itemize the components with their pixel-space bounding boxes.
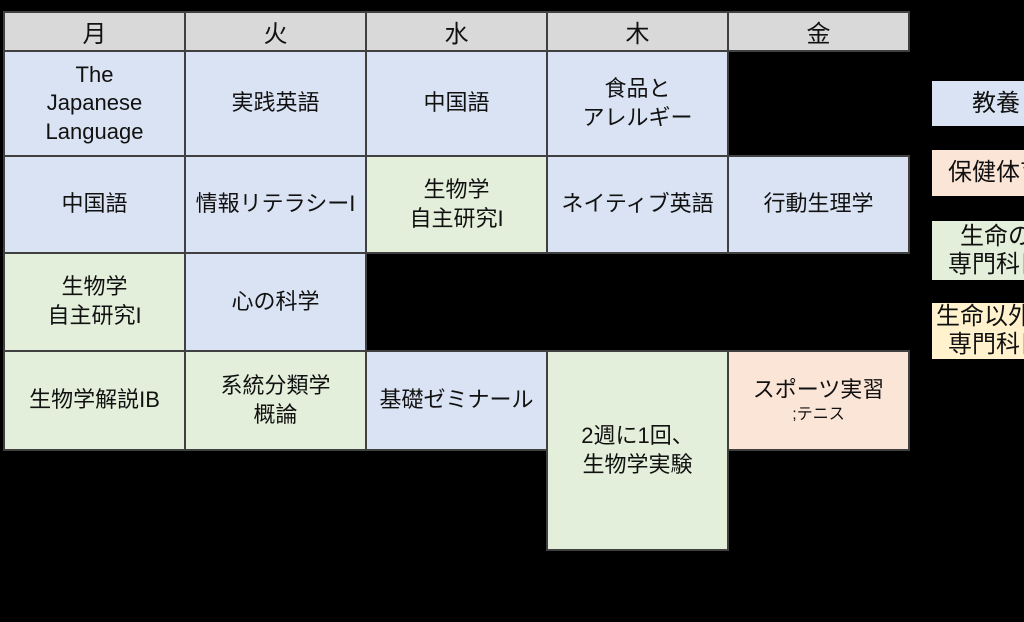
timetable-cell-empty bbox=[728, 450, 909, 550]
timetable-row-1: The Japanese Language 実践英語 中国語 食品と アレルギー bbox=[3, 50, 909, 157]
class-name: 中国語 bbox=[61, 191, 128, 217]
timetable-cell: 生物学 自主研究I bbox=[365, 155, 548, 254]
class-name: 実践英語 bbox=[231, 90, 320, 116]
legend-label-non-life-major: 生命以外の 専門科目 bbox=[936, 303, 1024, 358]
class-name: 生物学 自主研究I bbox=[409, 176, 504, 231]
day-header-4: 金 bbox=[727, 11, 910, 52]
timetable-cell-empty bbox=[366, 450, 547, 550]
timetable-cell: 実践英語 bbox=[184, 50, 367, 157]
class-name: 心の科学 bbox=[231, 288, 320, 314]
day-header-3: 木 bbox=[546, 11, 729, 52]
timetable-cell: 2週に1回、 生物学実験 bbox=[546, 350, 729, 551]
class-name: スポーツ実習 bbox=[752, 377, 885, 403]
timetable-row-3: 生物学 自主研究I 心の科学 bbox=[3, 252, 909, 352]
timetable-cell: 中国語 bbox=[365, 50, 548, 157]
timetable-cell-empty bbox=[728, 253, 909, 351]
timetable-row-2: 中国語 情報リテラシーI 生物学 自主研究I ネイティブ英語 行動生理学 bbox=[3, 155, 910, 254]
class-subtext: ;テニス bbox=[792, 405, 845, 423]
class-name: The Japanese Language bbox=[45, 61, 144, 144]
timetable-row-5 bbox=[4, 450, 909, 550]
timetable-cell: 系統分類学 概論 bbox=[184, 350, 367, 451]
timetable-cell-empty bbox=[185, 450, 366, 550]
timetable-cell: スポーツ実習 ;テニス bbox=[727, 350, 910, 451]
timetable-cell: The Japanese Language bbox=[3, 50, 186, 157]
day-header-1: 火 bbox=[184, 11, 367, 52]
timetable-cell-empty bbox=[547, 253, 728, 351]
timetable-cell: ネイティブ英語 bbox=[546, 155, 729, 254]
day-header-row: 月火水木金 bbox=[3, 11, 910, 52]
timetable-cell: 生物学解説IB bbox=[3, 350, 186, 451]
timetable-cell-empty bbox=[4, 450, 185, 550]
timetable-cell-empty bbox=[728, 51, 909, 156]
class-name: 情報リテラシーI bbox=[195, 191, 356, 217]
class-name: ネイティブ英語 bbox=[561, 191, 714, 217]
class-name: 生物学 自主研究I bbox=[47, 274, 142, 328]
timetable-cell-empty bbox=[366, 253, 547, 351]
day-header-2: 水 bbox=[365, 11, 548, 52]
legend-label-health-pe: 保健体育 bbox=[948, 159, 1024, 186]
legend-label-life-science-major: 生命の 専門科目 bbox=[948, 222, 1024, 278]
timetable-cell: 基礎ゼミナール bbox=[365, 350, 548, 451]
timetable-cell: 中国語 bbox=[3, 155, 186, 254]
day-header-0: 月 bbox=[3, 11, 186, 52]
legend-item-health-pe: 保健体育 bbox=[932, 150, 1024, 196]
timetable-cell: 行動生理学 bbox=[727, 155, 910, 254]
class-name: 基礎ゼミナール bbox=[379, 387, 534, 413]
legend-item-non-life-major: 生命以外の 専門科目 bbox=[932, 303, 1024, 359]
legend-label-liberal-arts: 教養 bbox=[972, 89, 1020, 117]
timetable-cell: 心の科学 bbox=[184, 252, 367, 352]
timetable-cell: 情報リテラシーI bbox=[184, 155, 367, 254]
legend-item-life-science-major: 生命の 専門科目 bbox=[932, 221, 1024, 280]
legend-item-liberal-arts: 教養 bbox=[932, 81, 1024, 126]
class-name: 行動生理学 bbox=[763, 191, 874, 217]
class-name: 2週に1回、 生物学実験 bbox=[581, 422, 694, 477]
timetable-cell: 食品と アレルギー bbox=[546, 50, 729, 157]
timetable-cell: 生物学 自主研究I bbox=[3, 252, 186, 352]
class-name: 中国語 bbox=[423, 90, 490, 116]
class-name: 食品と アレルギー bbox=[582, 75, 693, 130]
class-name: 生物学解説IB bbox=[29, 387, 160, 413]
class-name: 系統分類学 概論 bbox=[220, 372, 331, 427]
